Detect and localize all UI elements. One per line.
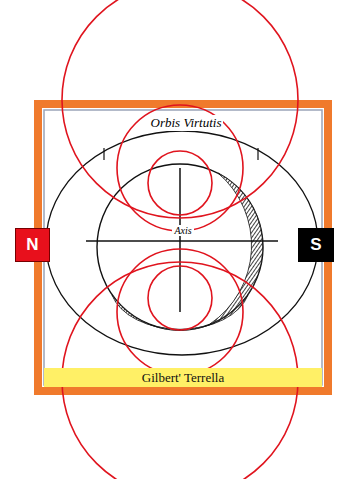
node-text: S — [310, 235, 321, 255]
south-pole-box: S — [298, 228, 334, 262]
orange-frame — [38, 104, 328, 391]
tick-mark — [103, 148, 104, 160]
axis-line — [179, 168, 181, 312]
axis-line — [86, 240, 278, 242]
node-text: Gilbert' Terrella — [142, 370, 224, 386]
orbis-ellipse — [46, 131, 318, 355]
inner-panel — [44, 110, 322, 385]
terrella-sphere — [97, 164, 263, 330]
axis-label: Axis — [172, 225, 193, 236]
orbis-label: Orbis Virtutis — [149, 115, 224, 131]
node-text: N — [26, 235, 38, 255]
caption-band: Gilbert' Terrella — [44, 368, 322, 387]
tick-mark — [257, 148, 258, 160]
field-circles — [62, 0, 298, 479]
north-pole-box: N — [15, 228, 50, 262]
